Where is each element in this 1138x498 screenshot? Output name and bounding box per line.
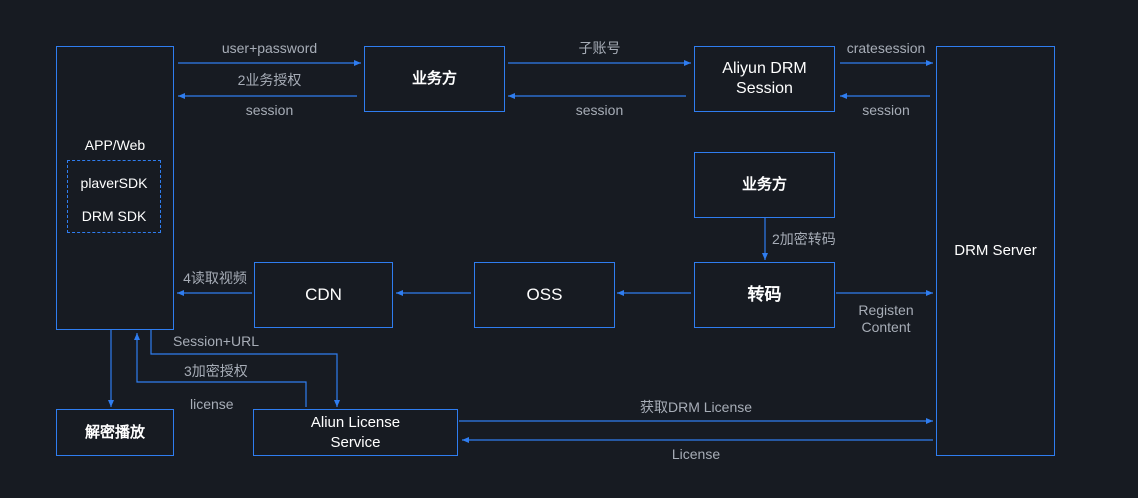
label-session-1: session bbox=[245, 102, 294, 118]
player-sdk-label: plaverSDK bbox=[80, 175, 148, 191]
aliyun-drm-session-box: Aliyun DRM Session bbox=[694, 46, 835, 112]
label-get-license: 获取DRM License bbox=[639, 399, 753, 415]
decrypt-play-box: 解密播放 bbox=[56, 409, 174, 456]
cdn-box: CDN bbox=[254, 262, 393, 328]
arrow-encrypt-auth bbox=[134, 333, 307, 407]
label-session-2: session bbox=[575, 102, 624, 118]
label-user-password: user+password bbox=[221, 40, 318, 56]
app-web-label: APP/Web bbox=[84, 137, 146, 153]
arrow-session-url bbox=[150, 330, 340, 407]
label-session-3: session bbox=[862, 102, 910, 118]
biz-party-top-box: 业务方 bbox=[364, 46, 505, 112]
label-read-video: 4读取视频 bbox=[183, 270, 247, 286]
drm-server-box: DRM Server bbox=[936, 46, 1055, 456]
drm-sdk-label: DRM SDK bbox=[81, 208, 147, 224]
label-license-upper: License bbox=[671, 446, 721, 462]
label-cratesession: cratesession bbox=[846, 40, 926, 56]
app-web-box bbox=[56, 46, 174, 330]
sdk-group bbox=[67, 160, 161, 233]
license-service-box: Aliun License Service bbox=[253, 409, 458, 456]
label-license-lower: license bbox=[190, 396, 234, 412]
label-register-content: Registen Content bbox=[858, 302, 914, 335]
label-sub-account: 子账号 bbox=[578, 40, 621, 56]
oss-box: OSS bbox=[474, 262, 615, 328]
label-session-url: Session+URL bbox=[173, 333, 259, 349]
label-biz-auth: 2业务授权 bbox=[237, 72, 302, 88]
label-encrypt-transcode: 2加密转码 bbox=[772, 231, 836, 247]
transcode-box: 转码 bbox=[694, 262, 835, 328]
biz-party-mid-box: 业务方 bbox=[694, 152, 835, 218]
label-encrypt-auth: 3加密授权 bbox=[184, 363, 248, 379]
